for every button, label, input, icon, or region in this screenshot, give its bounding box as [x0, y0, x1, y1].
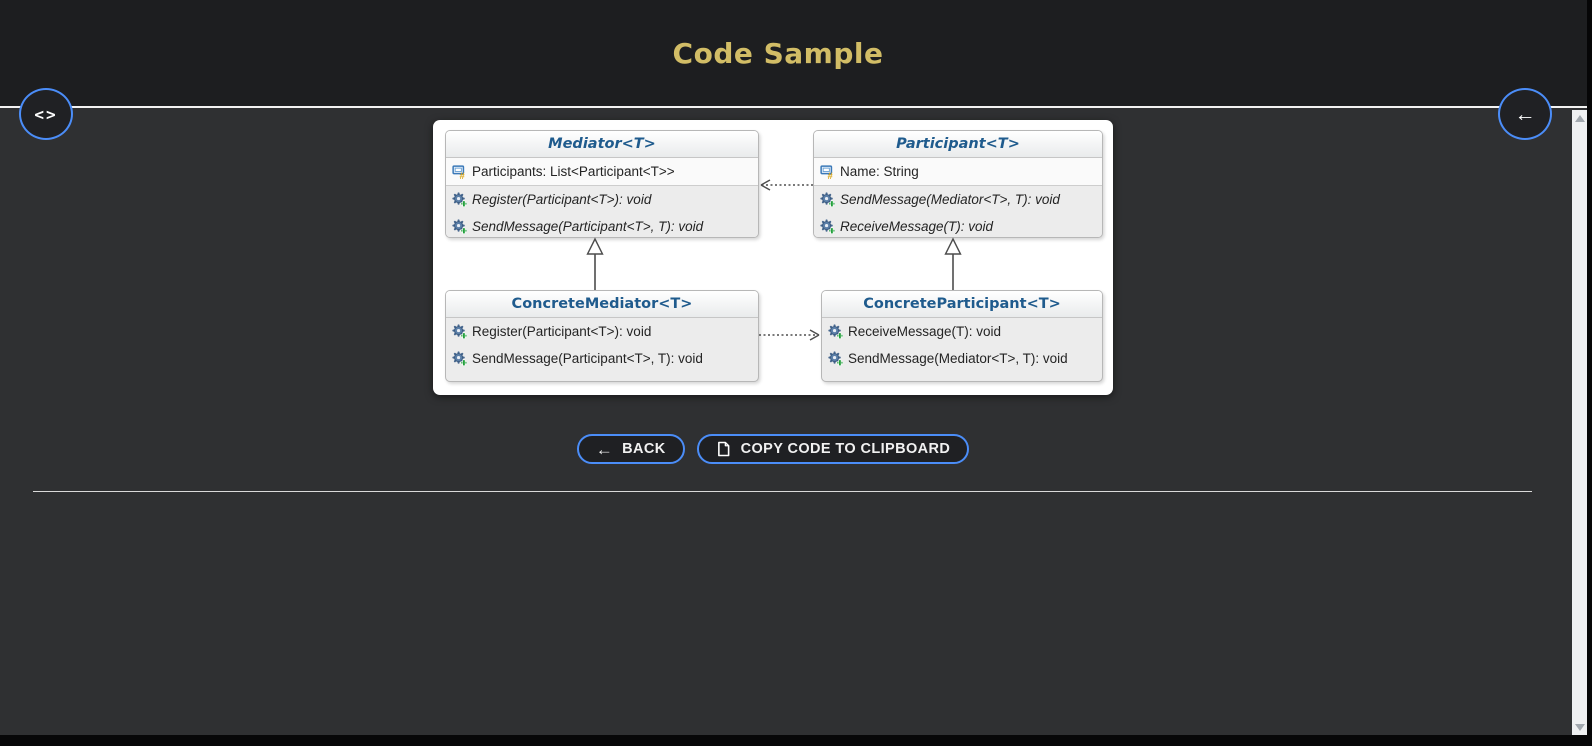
- horizontal-divider: [33, 491, 1532, 492]
- method-icon: [819, 219, 835, 235]
- method-row: ReceiveMessage(T): void: [822, 318, 1102, 345]
- triangle-down-icon: [1574, 723, 1585, 731]
- method-text: SendMessage(Mediator<T>, T): void: [848, 351, 1068, 366]
- method-row: Register(Participant<T>): void: [446, 318, 758, 345]
- scroll-up-button[interactable]: [1572, 110, 1587, 126]
- class-methods-section: SendMessage(Mediator<T>, T): void Receiv…: [814, 186, 1102, 237]
- bottom-edge-strip: [0, 735, 1592, 746]
- class-title: Participant<T>: [814, 131, 1102, 158]
- action-button-row: ← BACK COPY CODE TO CLIPBOARD: [0, 434, 1546, 464]
- field-text: Participants: List<Participant<T>>: [472, 164, 675, 179]
- class-methods-section: ReceiveMessage(T): void SendMessage(Medi…: [822, 318, 1102, 372]
- method-text: Register(Participant<T>): void: [472, 192, 652, 207]
- method-text: SendMessage(Participant<T>, T): void: [472, 219, 704, 234]
- field-row: # Participants: List<Participant<T>>: [446, 158, 758, 185]
- method-icon: [451, 324, 467, 340]
- field-row: # Name: String: [814, 158, 1102, 185]
- method-icon: [451, 351, 467, 367]
- svg-text:#: #: [459, 171, 465, 180]
- class-fields-section: # Participants: List<Participant<T>>: [446, 158, 758, 186]
- arrow-left-icon: ←: [595, 439, 614, 459]
- class-title: Mediator<T>: [446, 131, 758, 158]
- class-box-concrete-participant: ConcreteParticipant<T> ReceiveMessage(T)…: [821, 290, 1103, 382]
- toggle-code-view-button[interactable]: <>: [19, 88, 73, 140]
- method-icon: [819, 192, 835, 208]
- method-text: Register(Participant<T>): void: [472, 324, 652, 339]
- method-icon: [451, 219, 467, 235]
- method-row: SendMessage(Participant<T>, T): void: [446, 213, 758, 237]
- vertical-scrollbar[interactable]: [1572, 110, 1587, 735]
- method-icon: [827, 324, 843, 340]
- field-text: Name: String: [840, 164, 919, 179]
- class-box-participant: Participant<T> # Name: String SendMessag…: [813, 130, 1103, 238]
- class-box-mediator: Mediator<T> # Participants: List<Partici…: [445, 130, 759, 238]
- triangle-up-icon: [1574, 114, 1585, 122]
- scroll-down-button[interactable]: [1572, 719, 1587, 735]
- class-box-concrete-mediator: ConcreteMediator<T> Register(Participant…: [445, 290, 759, 382]
- method-icon: [451, 192, 467, 208]
- class-methods-section: Register(Participant<T>): void SendMessa…: [446, 186, 758, 237]
- method-row: ReceiveMessage(T): void: [814, 213, 1102, 237]
- copy-code-button-label: COPY CODE TO CLIPBOARD: [740, 441, 951, 457]
- method-row: SendMessage(Mediator<T>, T): void: [814, 186, 1102, 213]
- class-title: ConcreteMediator<T>: [446, 291, 758, 318]
- file-copy-icon: [716, 441, 732, 457]
- method-text: ReceiveMessage(T): void: [840, 219, 994, 234]
- property-icon: #: [819, 164, 835, 180]
- method-text: SendMessage(Mediator<T>, T): void: [840, 192, 1060, 207]
- property-icon: #: [451, 164, 467, 180]
- svg-text:#: #: [827, 171, 833, 180]
- copy-code-button[interactable]: COPY CODE TO CLIPBOARD: [696, 434, 970, 464]
- uml-diagram-panel: Mediator<T> # Participants: List<Partici…: [433, 120, 1113, 395]
- right-edge-strip: [1587, 0, 1592, 746]
- back-circle-button[interactable]: ←: [1498, 88, 1552, 140]
- class-fields-section: # Name: String: [814, 158, 1102, 186]
- arrow-left-icon: ←: [1514, 102, 1536, 126]
- method-icon: [827, 351, 843, 367]
- class-title: ConcreteParticipant<T>: [822, 291, 1102, 318]
- method-text: SendMessage(Participant<T>, T): void: [472, 351, 703, 366]
- method-text: ReceiveMessage(T): void: [848, 324, 1002, 339]
- top-bar: Code Sample: [0, 0, 1592, 108]
- code-icon: <>: [34, 104, 58, 124]
- back-button[interactable]: ← BACK: [576, 434, 685, 464]
- class-methods-section: Register(Participant<T>): void SendMessa…: [446, 318, 758, 372]
- method-row: SendMessage(Mediator<T>, T): void: [822, 345, 1102, 372]
- method-row: SendMessage(Participant<T>, T): void: [446, 345, 758, 372]
- back-button-label: BACK: [622, 441, 666, 457]
- method-row: Register(Participant<T>): void: [446, 186, 758, 213]
- page-title: Code Sample: [672, 36, 884, 70]
